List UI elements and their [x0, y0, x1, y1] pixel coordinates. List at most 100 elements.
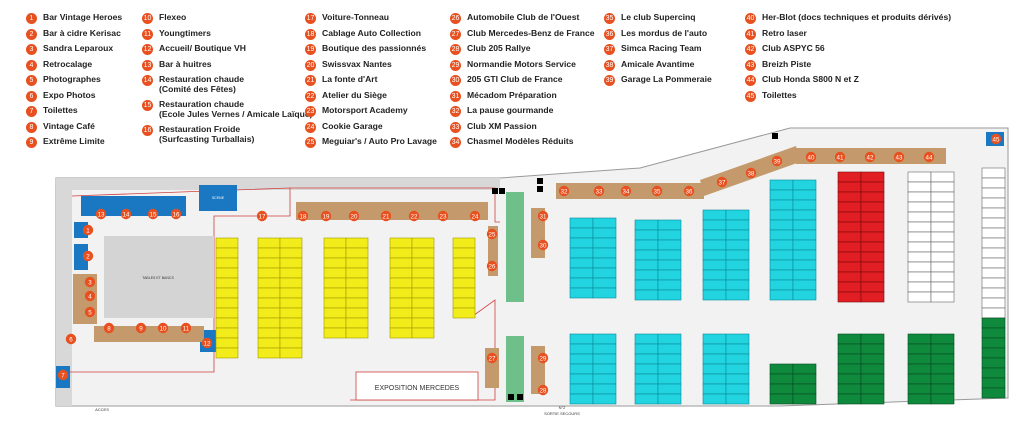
- stand-number-marker: [864, 151, 876, 163]
- legend-label: Boutique des passionnés: [322, 43, 427, 53]
- red-parking-space: [837, 191, 862, 203]
- cyan-parking-space: [592, 267, 617, 279]
- yellow-parking-space: [257, 267, 281, 279]
- yellow-parking-space: [389, 297, 413, 309]
- legend-number-badge: 18: [305, 28, 316, 40]
- legend-number-badge: 30: [450, 75, 461, 86]
- yellow-parking-space: [323, 317, 347, 329]
- white-parking-space: [930, 271, 955, 283]
- cyan-parking-space: [769, 209, 794, 221]
- stand-number-marker: [82, 250, 94, 262]
- green-parking-space: [792, 383, 817, 395]
- cyan-parking-space: [792, 289, 817, 301]
- cyan-parking-space: [569, 353, 594, 365]
- legend-number-badge: 19: [305, 44, 316, 55]
- yellow-parking-space: [411, 297, 435, 309]
- legend-label: Retrocalage: [43, 58, 93, 69]
- cyan-parking-space: [792, 219, 817, 231]
- yellow-parking-space: [257, 307, 281, 319]
- cyan-parking-space: [725, 373, 750, 385]
- stand-strip: [488, 226, 498, 276]
- legend-sublabel: (Ecole Jules Vernes / Amicale Laïque): [159, 109, 313, 119]
- legend-number-badge: 31: [450, 90, 461, 102]
- cyan-parking-space: [569, 333, 594, 345]
- cyan-parking-space: [657, 219, 682, 231]
- green-parking-space: [860, 343, 885, 355]
- cyan-parking-space: [702, 373, 727, 385]
- pillar-marker: [537, 186, 543, 192]
- green-aisle: [506, 192, 524, 302]
- legend-number-badge: 3: [26, 44, 37, 55]
- white-parking-space: [981, 297, 1006, 309]
- legend-label: Normandie Motors Service: [467, 58, 576, 69]
- tables-area: [104, 236, 214, 318]
- yellow-parking-space: [411, 257, 435, 269]
- legend-number-badge: 25: [305, 137, 316, 148]
- green-parking-space: [930, 373, 955, 385]
- legend-number-badge: 22: [305, 90, 316, 102]
- legend-label: Restauration Froide: [159, 124, 241, 134]
- green-parking-space: [930, 333, 955, 345]
- legend-number-badge: 39: [604, 75, 615, 86]
- yellow-parking-space: [215, 297, 239, 309]
- legend-number-badge: 9: [26, 137, 37, 148]
- legend-label: La pause gourmande: [467, 105, 554, 115]
- yellow-parking-space: [257, 337, 281, 349]
- stand-number-marker: [486, 352, 498, 364]
- yellow-parking-space: [323, 307, 347, 319]
- stand-number-label: 5: [88, 310, 92, 317]
- yellow-parking-space: [389, 247, 413, 259]
- green-parking-space: [837, 343, 862, 355]
- red-parking-space: [837, 181, 862, 193]
- blue-stand: [74, 244, 88, 270]
- stand-number-marker: [103, 322, 115, 334]
- stand-number-label: 18: [300, 214, 307, 221]
- cyan-parking-space: [725, 229, 750, 241]
- yellow-parking-space: [323, 267, 347, 279]
- stand-number-marker: [84, 276, 96, 288]
- green-parking-space: [907, 363, 932, 375]
- cyan-parking-space: [634, 353, 659, 365]
- yellow-parking-space: [452, 277, 476, 289]
- red-parking-space: [860, 291, 885, 303]
- red-parking-space: [837, 261, 862, 273]
- legend-label: Cookie Garage: [322, 120, 383, 131]
- stand-number-marker: [170, 208, 182, 220]
- stand-number-label: 43: [896, 155, 903, 162]
- cyan-parking-space: [634, 229, 659, 241]
- green-parking-space: [907, 373, 932, 385]
- red-parking-space: [837, 211, 862, 223]
- green-parking-space: [981, 317, 1006, 329]
- stand-number-marker: [380, 210, 392, 222]
- legend-label: Amicale Avantime: [621, 58, 695, 69]
- yellow-parking-space: [345, 247, 369, 259]
- yellow-parking-space: [345, 317, 369, 329]
- legend-number-badge: 14: [142, 75, 153, 86]
- legend-label: 205 GTI Club de France: [467, 74, 563, 84]
- red-parking-space: [837, 201, 862, 213]
- cyan-parking-space: [657, 279, 682, 291]
- legend-label: Voiture-Tonneau: [322, 12, 389, 22]
- stand-number-marker: [990, 133, 1002, 145]
- stand-number-label: 17: [259, 214, 266, 221]
- blue-stand: [81, 196, 186, 216]
- cyan-parking-space: [769, 279, 794, 291]
- stand-number-label: 34: [623, 189, 630, 196]
- cyan-parking-space: [569, 217, 594, 229]
- yellow-parking-space: [257, 237, 281, 249]
- yellow-parking-space: [345, 277, 369, 289]
- legend-label: Vintage Café: [43, 120, 95, 131]
- green-aisle: [506, 336, 524, 402]
- stand-number-label: 28: [540, 388, 547, 395]
- yellow-parking-space: [279, 277, 303, 289]
- stand-number-label: 7: [61, 373, 65, 380]
- legend-label: Les mordus de l'auto: [621, 27, 708, 38]
- stand-number-label: 3: [88, 280, 92, 287]
